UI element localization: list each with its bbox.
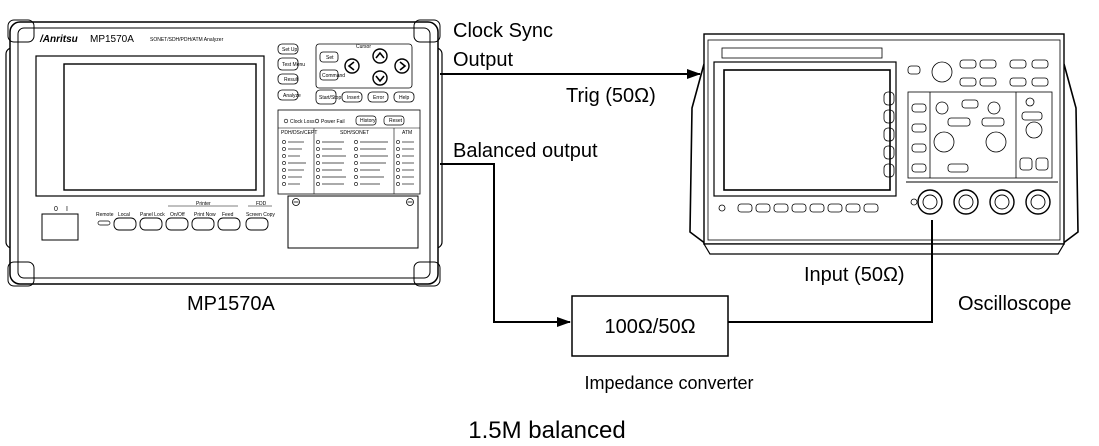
input-connectors: [906, 181, 1058, 215]
bottom-softkeys: [718, 203, 879, 213]
balanced-output-line: [440, 163, 571, 327]
clock-sync-output-label: Output: [453, 49, 513, 71]
error-label: Error: [373, 95, 384, 101]
floppy-drive: [287, 195, 419, 249]
oscilloscope-screen: [713, 61, 897, 197]
cursor-keypad: Cursor Set Command: [315, 43, 413, 89]
fdd-label: FDD: [256, 201, 267, 207]
printer-label: Printer: [196, 201, 211, 207]
set-label: Set: [326, 55, 334, 61]
impedance-converter-label: Impedance converter: [584, 373, 753, 393]
trig-label: Trig (50Ω): [566, 85, 656, 107]
section-pdh-label: PDH/DSn/CEPT: [281, 130, 317, 136]
local-label: Local: [118, 212, 130, 218]
clock-sync-label: Clock Sync: [453, 20, 553, 42]
insert-label: Insert: [347, 95, 360, 101]
figure-caption: 1.5M balanced: [468, 417, 625, 444]
impedance-value-label: 100Ω/50Ω: [604, 316, 695, 338]
svg-text:I: I: [66, 206, 68, 213]
bottom-keys: Remote Local Panel Lock Printer On/Off P…: [96, 201, 275, 231]
converter-to-scope-line: [728, 220, 933, 323]
power-switch: 0 I: [41, 206, 79, 241]
panel-lock-label: Panel Lock: [140, 212, 165, 218]
result-label: Result: [284, 77, 299, 83]
feed-label: Feed: [222, 212, 234, 218]
analyzer-screen: [35, 55, 265, 197]
input-label: Input (50Ω): [804, 264, 905, 286]
oscilloscope-label: Oscilloscope: [958, 293, 1071, 315]
help-label: Help: [399, 95, 410, 101]
cursor-label: Cursor: [356, 44, 371, 50]
print-now-label: Print Now: [194, 212, 216, 218]
power-fail-label: Power Fail: [321, 119, 345, 125]
command-label: Command: [322, 73, 345, 79]
analyzer-subtitle: SONET/SDH/PDH/ATM Analyzer: [150, 37, 224, 43]
screen-copy-label: Screen Copy: [246, 212, 275, 218]
status-leds: [282, 140, 400, 186]
impedance-converter-box: [571, 295, 729, 357]
analyzer-left-keys: Set Up Test Menu Result Analyze: [277, 43, 305, 101]
section-sdh-label: SDH/SONET: [340, 130, 369, 136]
function-keys-row: Start/Stop Insert Error Help: [315, 89, 415, 105]
oscilloscope-controls: [907, 59, 1053, 179]
brand-logo: /Anritsu: [39, 34, 78, 45]
mp1570a-label: MP1570A: [187, 293, 275, 315]
balanced-output-label: Balanced output: [453, 140, 598, 162]
set-up-label: Set Up: [282, 47, 298, 53]
analyzer-model: MP1570A: [90, 34, 134, 45]
side-softkeys: [883, 91, 895, 178]
start-stop-label: Start/Stop: [319, 95, 341, 101]
oscilloscope-device: [689, 33, 1079, 255]
status-panel: Clock Loss Power Fail History Reset PDH/…: [277, 109, 421, 195]
connection-lines: [440, 69, 933, 327]
clock-loss-label: Clock Loss: [290, 119, 315, 125]
reset-label: Reset: [389, 118, 403, 124]
history-label: History: [360, 118, 376, 124]
test-menu-label: Test Menu: [282, 62, 305, 68]
section-atm-label: ATM: [402, 130, 412, 136]
remote-label: Remote: [96, 212, 114, 218]
svg-text:0: 0: [54, 206, 58, 213]
analyze-label: Analyze: [283, 93, 301, 99]
mp1570a-analyzer: /Anritsu MP1570A SONET/SDH/PDH/ATM Analy…: [5, 19, 443, 287]
on-off-label: On/Off: [170, 212, 185, 218]
